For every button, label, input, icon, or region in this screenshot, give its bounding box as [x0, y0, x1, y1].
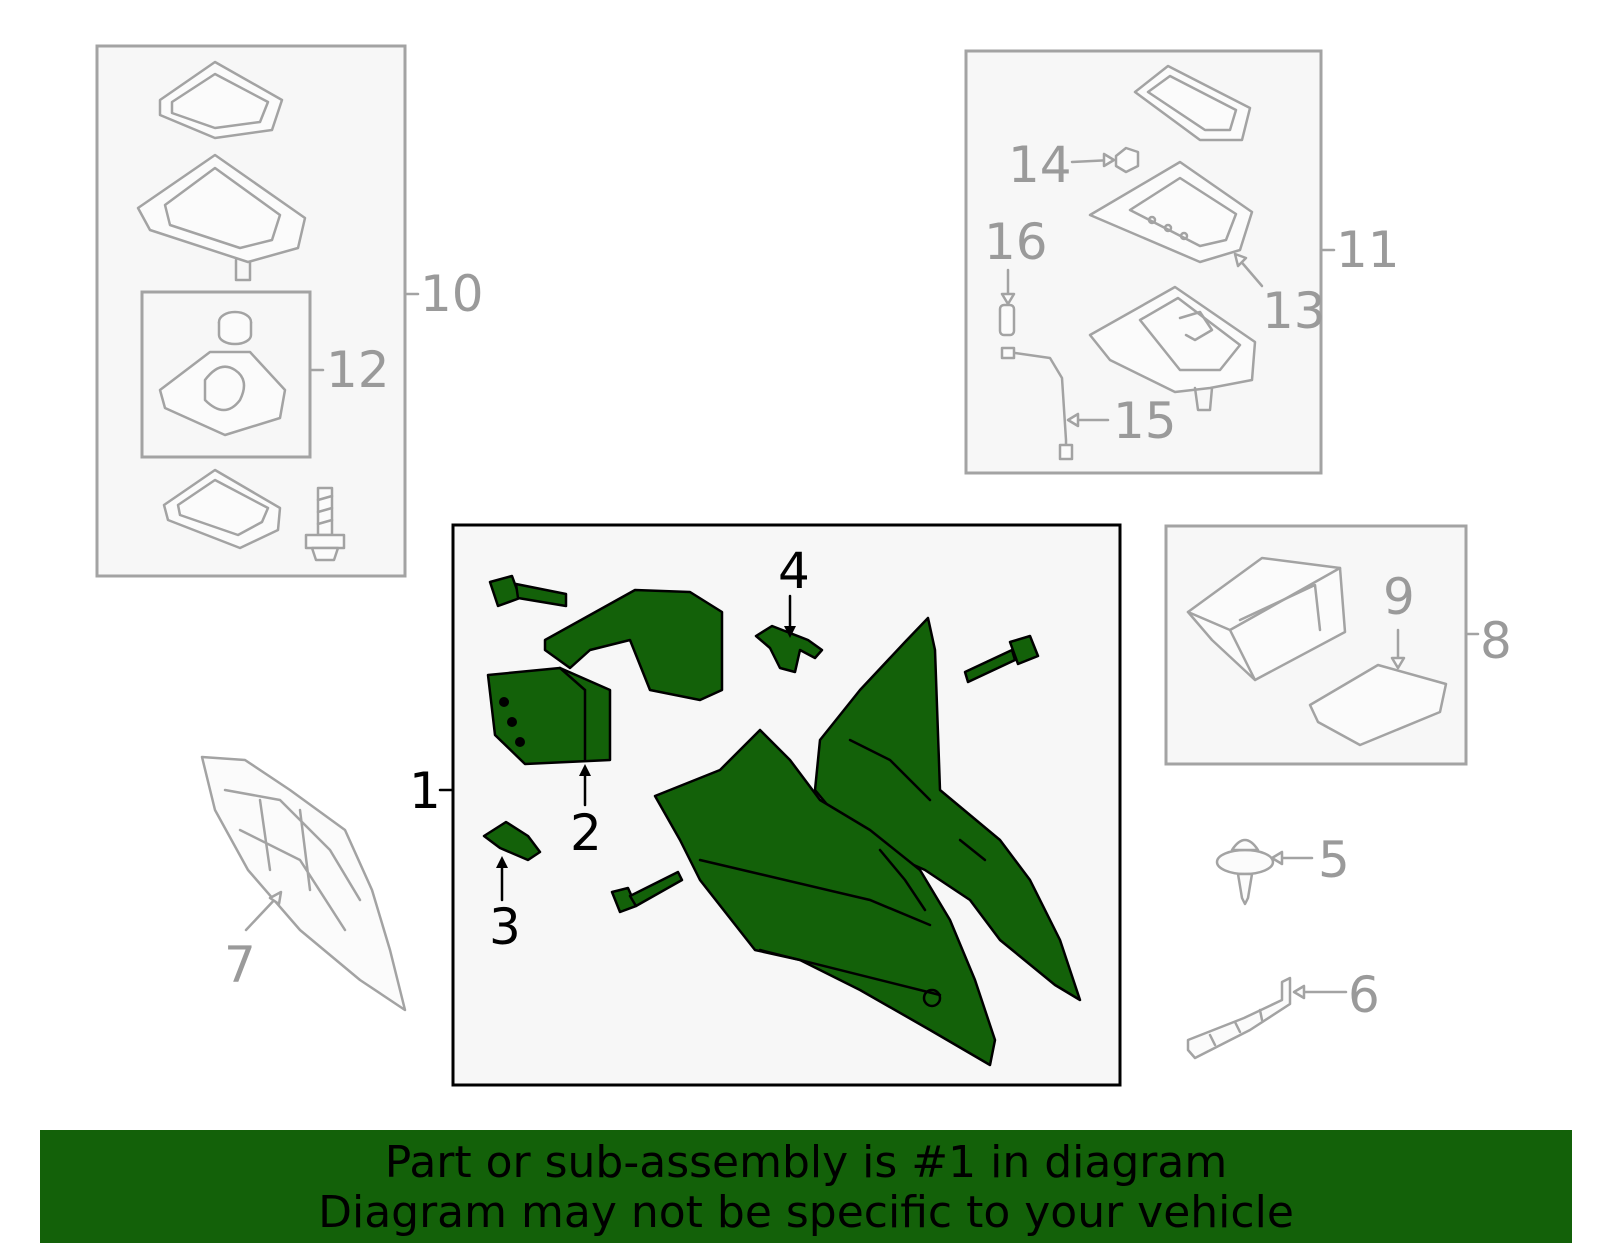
item-5-push-clip	[1215, 838, 1314, 906]
info-banner: Part or sub-assembly is #1 in diagram Di…	[40, 1130, 1572, 1243]
bolt-lower-left	[610, 870, 684, 914]
group-10-shifter-trim	[95, 44, 420, 578]
bolt-top-left	[488, 574, 568, 608]
callout-13: 13	[1262, 282, 1326, 340]
callout-5: 5	[1318, 831, 1350, 889]
callout-7: 7	[224, 936, 256, 994]
callout-4: 4	[778, 542, 810, 600]
item-3-clip	[482, 820, 542, 862]
callout-8: 8	[1480, 612, 1512, 670]
callout-15: 15	[1113, 392, 1177, 450]
group-11-shifter-assembly	[964, 49, 1336, 475]
banner-line-2: Diagram may not be specific to your vehi…	[318, 1187, 1294, 1238]
callout-11: 11	[1336, 221, 1400, 279]
callout-2: 2	[570, 804, 602, 862]
callout-16: 16	[984, 213, 1048, 271]
callout-6: 6	[1348, 966, 1380, 1024]
callout-1: 1	[409, 762, 441, 820]
group-1-console-assembly	[438, 523, 1122, 1087]
group-8-storage-tray	[1164, 524, 1480, 766]
bolt-right	[963, 634, 1040, 684]
item-1-console-panel	[653, 616, 1082, 1067]
callout-10: 10	[420, 265, 484, 323]
callout-14: 14	[1008, 136, 1072, 194]
item-7-side-panel	[200, 755, 407, 1012]
banner-line-1: Part or sub-assembly is #1 in diagram	[384, 1137, 1228, 1188]
item-2-bracket	[486, 588, 724, 766]
callout-3: 3	[489, 898, 521, 956]
callout-9: 9	[1383, 568, 1415, 626]
item-6-bracket	[1186, 976, 1348, 1060]
callout-12: 12	[326, 341, 390, 399]
